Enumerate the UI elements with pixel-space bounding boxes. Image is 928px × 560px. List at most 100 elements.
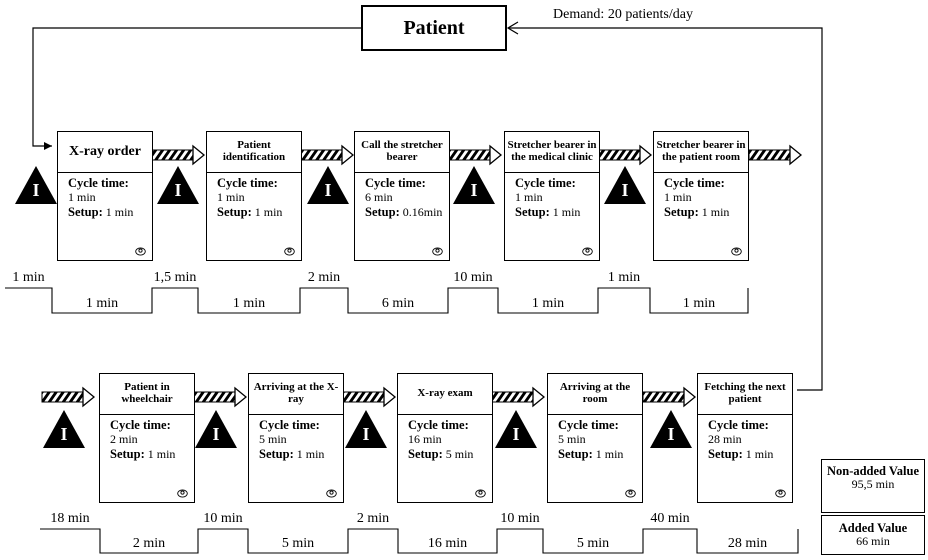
inventory-label: I	[667, 424, 675, 444]
cycle-time-value: 1 min	[68, 189, 96, 204]
push-arrow	[448, 144, 503, 166]
inventory-triangle	[604, 166, 646, 204]
setup-label: Setup:	[664, 204, 699, 219]
push-arrow	[193, 386, 248, 408]
non-added-value-label: Non-added Value	[826, 464, 920, 478]
setup-value: 1 min	[745, 446, 774, 461]
wait-time-label: 1 min	[12, 270, 45, 285]
operator-icon	[775, 489, 786, 498]
process-box: Arriving at the room Cycle time: 5 min S…	[547, 373, 643, 503]
inventory-triangle	[307, 166, 349, 204]
inventory-triangle	[43, 410, 85, 448]
push-arrow	[598, 144, 653, 166]
process-title: X-ray order	[58, 132, 152, 173]
process-title: Stretcher bearer in the medical clinic	[505, 132, 599, 173]
setup-label: Setup:	[708, 446, 743, 461]
non-added-value-amount: 95,5 min	[851, 477, 895, 492]
wait-time-label: 10 min	[500, 511, 540, 526]
setup-value: 1 min	[147, 446, 176, 461]
push-arrow	[642, 386, 697, 408]
inventory-triangle	[157, 166, 199, 204]
inventory-triangle	[345, 410, 387, 448]
added-value-box: Added Value 66 min	[821, 515, 925, 555]
wait-time-label: 40 min	[650, 511, 690, 526]
process-metrics: Cycle time: 1 min Setup: 1 min	[58, 173, 152, 219]
push-arrow	[41, 386, 96, 408]
wait-time-label: 1 min	[607, 270, 641, 285]
wait-time-label: 2 min	[307, 270, 341, 285]
cycle-time-value: 1 min	[217, 189, 245, 204]
setup-label: Setup:	[408, 446, 443, 461]
setup-label: Setup:	[259, 446, 294, 461]
operator-icon	[731, 247, 742, 256]
cycle-time-label: Cycle time:	[408, 418, 469, 432]
customer-name: Patient	[403, 16, 465, 39]
process-metrics: Cycle time: 1 min Setup: 1 min	[505, 173, 599, 219]
cycle-time-value: 2 min	[110, 431, 138, 446]
process-title: Call the stretcher bearer	[355, 132, 449, 173]
processing-time-label: 1 min	[682, 296, 716, 311]
setup-value: 1 min	[595, 446, 624, 461]
process-title: X-ray exam	[398, 374, 492, 415]
cycle-time-value: 1 min	[515, 189, 543, 204]
inventory-triangle	[650, 410, 692, 448]
operator-icon	[432, 247, 443, 256]
process-title: Patient identification	[207, 132, 301, 173]
process-metrics: Cycle time: 6 min Setup: 0.16min	[355, 173, 449, 219]
inventory-triangle	[495, 410, 537, 448]
setup-label: Setup:	[68, 204, 103, 219]
setup-label: Setup:	[365, 204, 400, 219]
inventory-label: I	[212, 424, 220, 444]
operator-icon	[284, 247, 295, 256]
setup-value: 1 min	[296, 446, 325, 461]
cycle-time-value: 1 min	[664, 189, 692, 204]
timeline-line	[40, 528, 799, 554]
process-metrics: Cycle time: 5 min Setup: 1 min	[249, 415, 343, 461]
processing-time-label: 5 min	[281, 536, 315, 551]
setup-value: 1 min	[701, 204, 730, 219]
processing-time-label: 5 min	[576, 536, 610, 551]
cycle-time-label: Cycle time:	[664, 176, 725, 190]
operator-icon	[625, 489, 636, 498]
processing-time-label: 1 min	[531, 296, 565, 311]
process-metrics: Cycle time: 1 min Setup: 1 min	[207, 173, 301, 219]
operator-icon	[135, 247, 146, 256]
inventory-label: I	[621, 180, 629, 200]
cycle-time-label: Cycle time:	[365, 176, 426, 190]
cycle-time-label: Cycle time:	[68, 176, 129, 190]
inventory-label: I	[60, 424, 68, 444]
process-box: Fetching the next patient Cycle time: 28…	[697, 373, 793, 503]
info-line-patient-to-order	[32, 27, 361, 147]
setup-label: Setup:	[110, 446, 145, 461]
cycle-time-label: Cycle time:	[259, 418, 320, 432]
non-added-value-box: Non-added Value 95,5 min	[821, 459, 925, 513]
push-arrow	[151, 144, 206, 166]
cycle-time-label: Cycle time:	[515, 176, 576, 190]
inventory-label: I	[470, 180, 478, 200]
wait-time-label: 2 min	[356, 511, 390, 526]
push-arrow	[748, 144, 803, 166]
added-value-label: Added Value	[838, 521, 908, 535]
process-title: Arriving at the room	[548, 374, 642, 415]
cycle-time-value: 5 min	[558, 431, 586, 446]
setup-label: Setup:	[217, 204, 252, 219]
demand-label: Demand: 20 patients/day	[553, 7, 693, 22]
wait-time-label: 1,5 min	[153, 270, 197, 285]
process-box: Stretcher bearer in the medical clinic C…	[504, 131, 600, 261]
processing-time-label: 28 min	[727, 536, 768, 551]
inventory-label: I	[362, 424, 370, 444]
arrowhead	[506, 21, 519, 35]
process-box: Call the stretcher bearer Cycle time: 6 …	[354, 131, 450, 261]
operator-icon	[475, 489, 486, 498]
process-box: Patient in wheelchair Cycle time: 2 min …	[99, 373, 195, 503]
process-box: Arriving at the X-ray Cycle time: 5 min …	[248, 373, 344, 503]
inventory-triangle	[15, 166, 57, 204]
setup-value: 1 min	[254, 204, 283, 219]
wait-time-label: 10 min	[453, 270, 493, 285]
processing-time-label: 16 min	[427, 536, 468, 551]
process-title: Arriving at the X-ray	[249, 374, 343, 415]
cycle-time-label: Cycle time:	[708, 418, 769, 432]
push-arrow	[300, 144, 355, 166]
setup-label: Setup:	[515, 204, 550, 219]
cycle-time-value: 6 min	[365, 189, 393, 204]
